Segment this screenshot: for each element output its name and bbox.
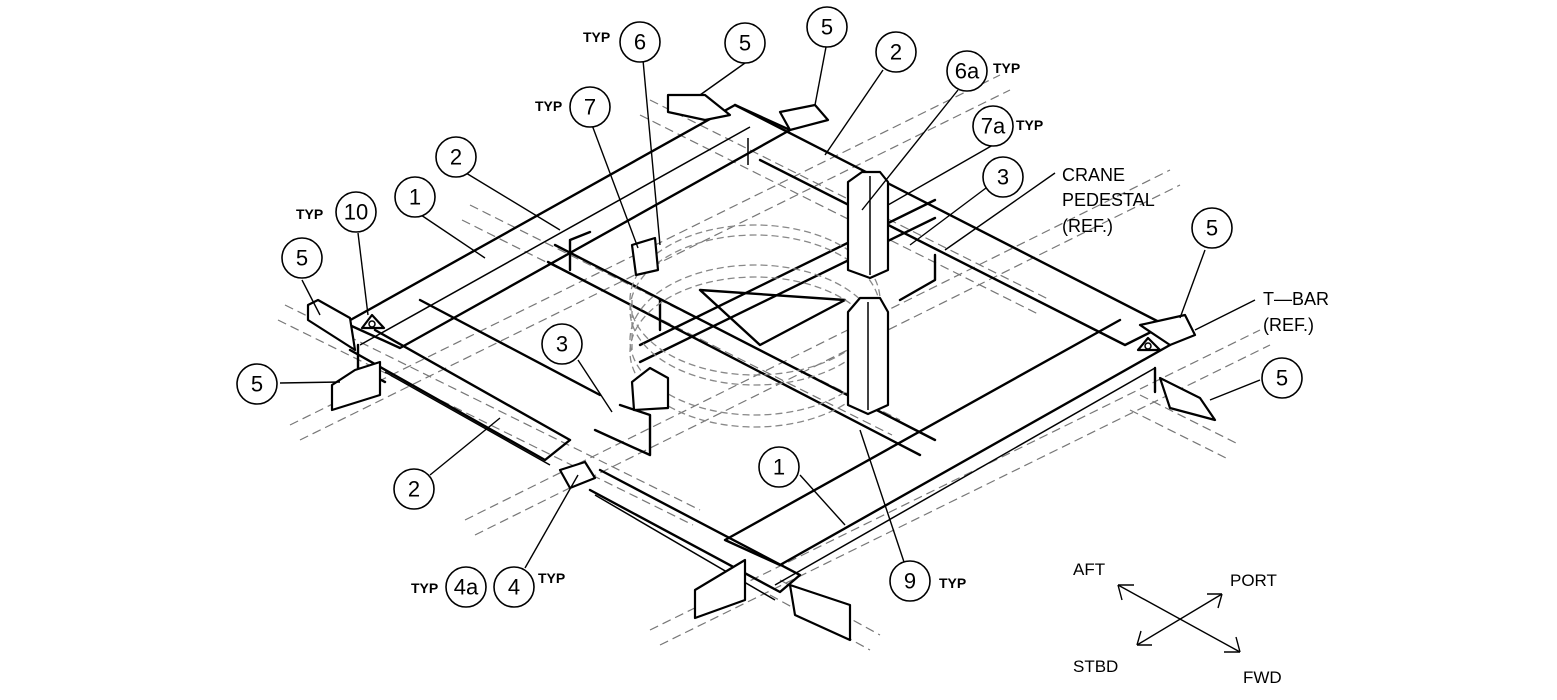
callout-bubble-1b: 1 (758, 446, 800, 488)
t-bar-note-line-1: T—BAR (1263, 289, 1329, 309)
t-bar-note-line-2: (REF.) (1263, 315, 1314, 335)
svg-text:1: 1 (409, 185, 421, 210)
svg-text:2: 2 (890, 40, 902, 65)
svg-text:5: 5 (821, 15, 833, 40)
callout-bubble-2c: 2 (393, 468, 435, 510)
callout-bubble-5c: 5 (281, 237, 323, 279)
svg-text:1: 1 (773, 455, 785, 480)
callout-bubble-9: 9 (889, 560, 931, 602)
svg-text:5: 5 (251, 372, 263, 397)
callout-bubble-5d: 5 (236, 363, 278, 405)
svg-text:2: 2 (450, 145, 462, 170)
callout-bubble-6a: 6a (946, 50, 988, 92)
leader-lines (279, 46, 1261, 569)
callout-bubble-2a: 2 (435, 136, 477, 178)
typ-label-7a: TYP (1016, 117, 1043, 133)
svg-text:5: 5 (296, 246, 308, 271)
svg-text:10: 10 (344, 200, 368, 225)
typ-label-9: TYP (939, 575, 966, 591)
callout-bubble-5b: 5 (806, 6, 848, 48)
padeyes (360, 313, 1162, 352)
callout-bubble-1a: 1 (394, 176, 436, 218)
callout-bubble-5a: 5 (724, 22, 766, 64)
typ-label-4: TYP (538, 570, 565, 586)
svg-text:3: 3 (556, 332, 568, 357)
callout-bubble-3a: 3 (982, 156, 1024, 198)
svg-text:5: 5 (739, 31, 751, 56)
svg-text:3: 3 (997, 165, 1009, 190)
callout-bubble-7a: 7a (972, 105, 1014, 147)
callout-bubble-5e: 5 (1191, 207, 1233, 249)
end-plates (306, 93, 1217, 642)
typ-label-7: TYP (535, 98, 562, 114)
callout-bubble-3b: 3 (541, 323, 583, 365)
callout-bubble-10: 10 (335, 191, 377, 233)
typ-label-10: TYP (296, 206, 323, 222)
t-bar-reference (277, 74, 1271, 651)
crane-note-line-2: PEDESTAL (1062, 190, 1155, 210)
callout-bubble-5f: 5 (1261, 357, 1303, 399)
callout-bubble-4a: 4a (445, 566, 487, 608)
callout-bubble-2b: 2 (875, 31, 917, 73)
svg-text:4a: 4a (454, 575, 479, 600)
svg-text:2: 2 (408, 477, 420, 502)
svg-text:5: 5 (1206, 216, 1218, 241)
callout-bubble-7: 7 (569, 86, 611, 128)
svg-text:7: 7 (584, 95, 596, 120)
crane-note-line-3: (REF.) (1062, 216, 1113, 236)
compass-fwd-label: FWD (1243, 668, 1282, 687)
typ-label-4a: TYP (411, 580, 438, 596)
compass-port-label: PORT (1230, 571, 1277, 590)
vertical-gussets (630, 170, 890, 416)
svg-text:4: 4 (508, 575, 520, 600)
svg-text:6a: 6a (955, 59, 980, 84)
typ-label-6a: TYP (993, 60, 1020, 76)
svg-text:5: 5 (1276, 366, 1288, 391)
crane-note-line-1: CRANE (1062, 165, 1125, 185)
compass-aft-label: AFT (1073, 560, 1105, 579)
svg-text:6: 6 (634, 30, 646, 55)
compass-stbd-label: STBD (1073, 657, 1118, 676)
callout-bubble-4: 4 (493, 566, 535, 608)
svg-text:7a: 7a (981, 114, 1006, 139)
typ-label-6: TYP (583, 29, 610, 45)
orientation-compass: AFT PORT STBD FWD (1073, 560, 1282, 687)
svg-text:9: 9 (904, 569, 916, 594)
callout-bubble-6: 6 (619, 21, 661, 63)
